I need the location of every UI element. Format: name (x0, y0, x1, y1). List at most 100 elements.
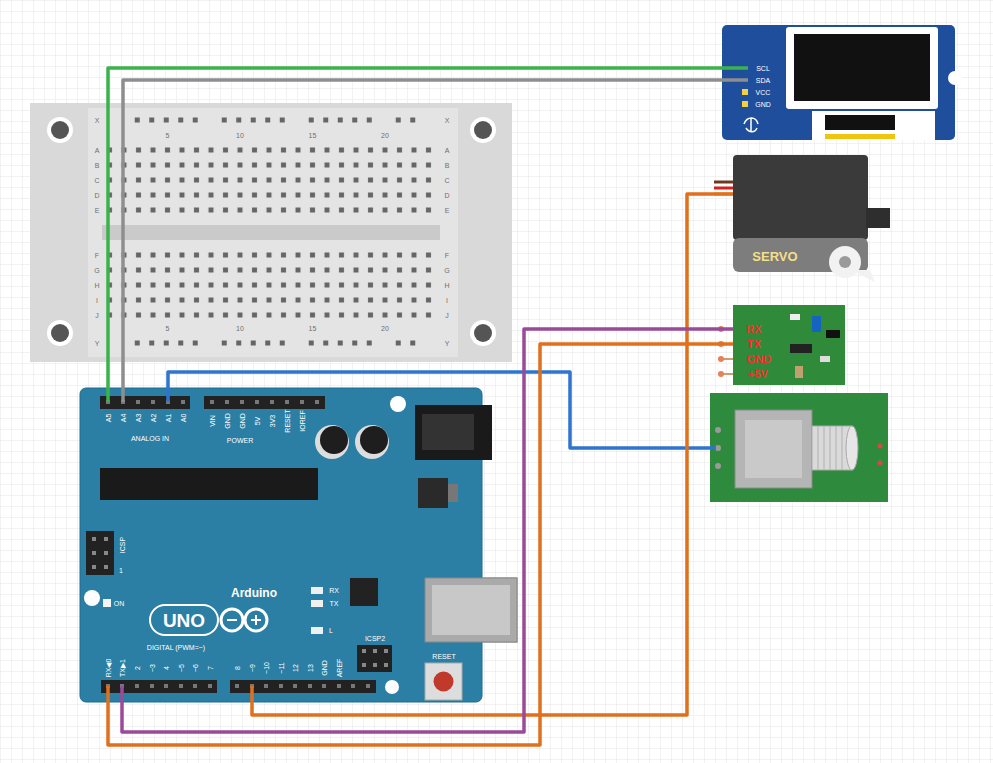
grid-label: J (445, 312, 449, 319)
breadboard-art (30, 103, 512, 362)
oled-module: SCLSDAVCCGND (722, 25, 955, 140)
screen (794, 34, 930, 101)
encoder-wire (168, 372, 716, 448)
pin-label: RX (746, 324, 761, 335)
screen-frame (786, 27, 938, 109)
header (101, 680, 217, 693)
board-label: ~9 (249, 664, 256, 672)
board-label: GND (321, 660, 328, 676)
grid-label: 20 (381, 132, 389, 139)
board-label: 4 (163, 666, 170, 670)
grid-label: I (446, 297, 448, 304)
servo-tab (866, 208, 890, 228)
encoder-pin (715, 463, 721, 469)
board-tab (948, 71, 962, 85)
board-label: AREF (336, 659, 343, 678)
board-label: 8 (234, 666, 241, 670)
grid-label: X (445, 117, 450, 124)
module-board (733, 305, 845, 385)
grid-label: G (94, 267, 99, 274)
board-label: VIN (209, 415, 216, 427)
wire (123, 80, 722, 388)
board-label: ~6 (192, 664, 199, 672)
led (311, 587, 323, 594)
board-label: ON (114, 600, 125, 607)
grid-label: B (95, 162, 100, 169)
led (103, 599, 111, 607)
grid-label: 5 (166, 325, 170, 332)
power-jack (422, 414, 474, 450)
board-label: Arduino (231, 587, 277, 599)
board-label: GND (224, 413, 231, 429)
servo-body (733, 155, 868, 240)
wire (108, 344, 733, 745)
wire (108, 68, 722, 388)
wire-end (722, 78, 748, 82)
servo-lead (714, 181, 735, 184)
module-pin (718, 371, 724, 377)
serial-module: RXTXGND+5V (733, 305, 845, 385)
pin-label: SCL (756, 65, 770, 72)
led (311, 627, 323, 634)
mount-hole (474, 121, 492, 139)
mount-hole (84, 590, 100, 606)
pin-label: VCC (756, 89, 771, 96)
breadboard-channel (102, 225, 440, 240)
arduino-board: A5A4A3A2A1A0ANALOG INVINGNDGND5V3V3RESET… (80, 388, 482, 702)
wire-end (120, 686, 124, 702)
icsp-header (357, 645, 392, 672)
smd-part (826, 330, 840, 338)
mount-hole (47, 117, 73, 143)
encoder-art (710, 393, 888, 502)
grid-label: 5 (166, 132, 170, 139)
hole-grid (102, 143, 436, 218)
header (100, 396, 190, 409)
wire (122, 329, 733, 732)
servo-art (714, 155, 890, 282)
smd-part (790, 314, 800, 320)
board-label: ~11 (278, 662, 285, 673)
mount-hole (470, 117, 496, 143)
arduino-art (80, 388, 517, 702)
servo-lead (714, 187, 735, 190)
header-pin (108, 400, 317, 404)
breadboard: XABCDEFGHIJYXABCDEFGHIJY51015205101520 (30, 103, 512, 362)
usb-port (425, 578, 517, 642)
smd-part (820, 356, 830, 362)
module-pin (718, 356, 724, 362)
servo-shaft (839, 256, 851, 268)
icsp-header (86, 531, 114, 575)
logo-frame (150, 605, 218, 635)
grid-label: 10 (236, 132, 244, 139)
encoder-board (710, 393, 888, 502)
board-label: ~3 (149, 664, 156, 672)
board-label: 5V (254, 417, 261, 426)
grid-label: D (94, 192, 99, 199)
wire (252, 194, 733, 715)
board-label: TX (330, 600, 339, 607)
pin-label: SDA (756, 77, 770, 84)
board-label: 1 (119, 567, 123, 574)
mount-hole (51, 324, 69, 342)
servo-horn (829, 246, 861, 278)
grid-label: H (94, 282, 99, 289)
grid-label: 20 (381, 325, 389, 332)
grid-label: A (95, 147, 100, 154)
grid-label: C (94, 177, 99, 184)
header-pin (364, 651, 386, 665)
board-label: GND (239, 413, 246, 429)
board-label: ICSP2 (365, 635, 385, 642)
reset-button (434, 672, 454, 692)
grid-label: 10 (236, 325, 244, 332)
grove-logo (744, 118, 758, 132)
grid-label: J (95, 312, 99, 319)
pin-pad (742, 89, 748, 95)
mount-hole (474, 324, 492, 342)
encoder-pad (878, 444, 883, 449)
grid-label: C (444, 177, 449, 184)
grid-label: 15 (309, 325, 317, 332)
regulator (418, 478, 448, 508)
board-label: ICSP (119, 537, 126, 553)
header-pin (94, 539, 106, 567)
